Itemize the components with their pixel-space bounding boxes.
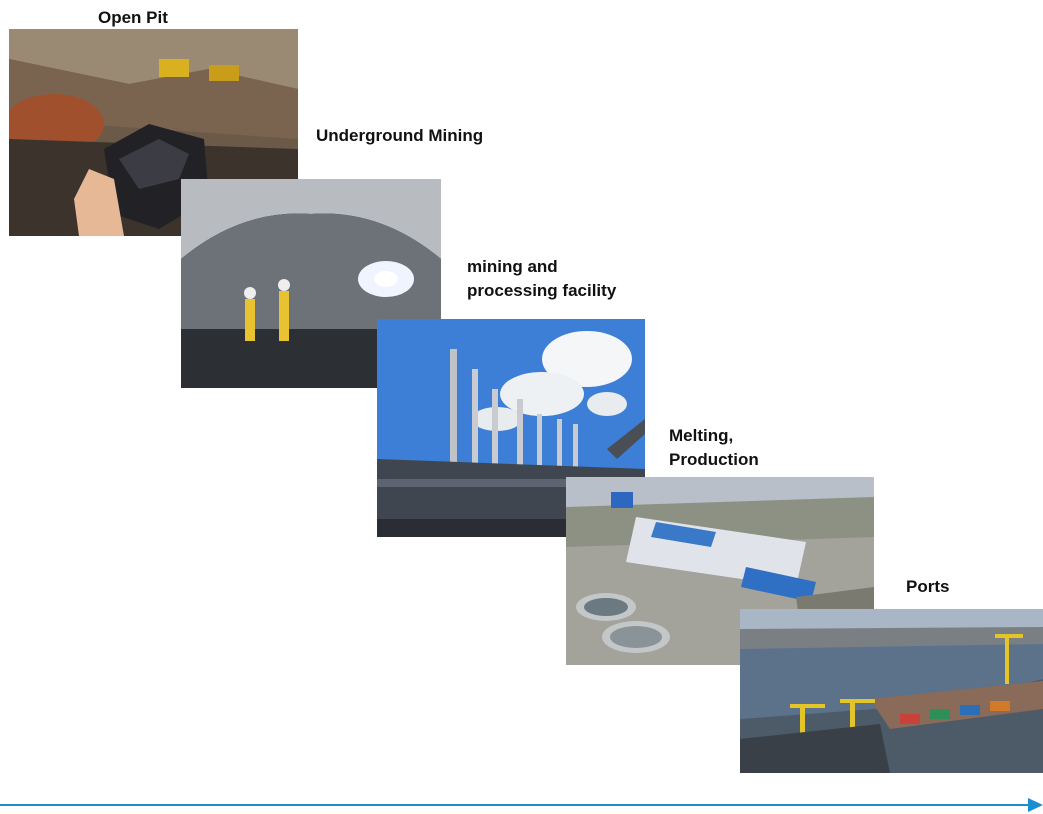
stage-label-open-pit: Open Pit xyxy=(98,8,168,27)
arrow-head-icon xyxy=(1028,798,1043,812)
stage-label-underground-mining: Underground Mining xyxy=(316,126,484,145)
timeline-arrow xyxy=(0,798,1043,812)
stage-label-melting-production: Melting, Production xyxy=(669,426,759,469)
container-port-cranes-photo xyxy=(740,609,1043,773)
open-pit-ore-photo xyxy=(9,29,298,236)
stage-label-processing-facility: mining and processing facility xyxy=(467,257,617,300)
stage-label-ports: Ports xyxy=(906,577,950,596)
